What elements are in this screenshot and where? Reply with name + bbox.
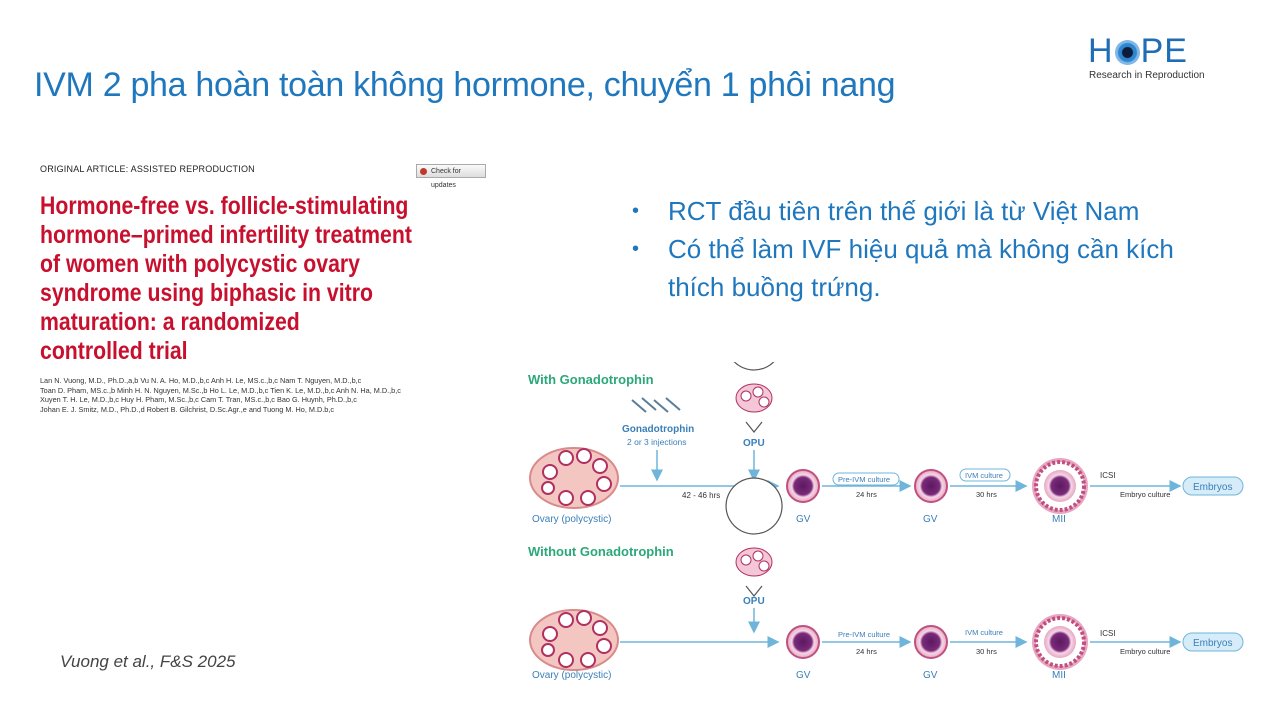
gv-oocyte-icon: [914, 625, 948, 659]
icsi-label: ICSI: [1100, 471, 1116, 480]
logo-tagline: Research in Reproduction: [1089, 70, 1205, 81]
mii-label: MII: [1052, 514, 1066, 525]
check-for-updates-button[interactable]: Check for updates: [416, 164, 486, 189]
ivm-label: IVM culture: [965, 628, 1003, 637]
paper-title-line: maturation: a randomized: [40, 308, 300, 336]
paper-title-line: syndrome using biphasic in vitro: [40, 279, 373, 307]
pre-ivm-time: 24 hrs: [856, 647, 877, 656]
ivm-protocol-diagram: With Gonadotrophin Gonadotrophin 2 or 3 …: [528, 362, 1244, 681]
embryo-culture-label: Embryo culture: [1120, 490, 1170, 499]
paper-title-line: Hormone-free vs. follicle-stimulating: [40, 192, 409, 220]
slide-title: IVM 2 pha hoàn toàn không hormone, chuyể…: [34, 66, 896, 104]
pre-ivm-label: Pre-IVM culture: [838, 630, 890, 639]
bullet-item: • RCT đầu tiên trên thế giới là từ Việt N…: [632, 192, 1232, 230]
gv-oocyte-icon: [786, 469, 820, 503]
ivm-badge: [959, 468, 1011, 482]
bullet-dot-icon: •: [632, 200, 640, 222]
paper-title-line: hormone–primed infertility treatment: [40, 221, 412, 249]
opu-label: OPU: [743, 596, 765, 607]
without-gonadotrophin-heading: Without Gonadotrophin: [528, 544, 674, 559]
logo-letters-left: H: [1088, 32, 1114, 70]
eye-icon: [1114, 40, 1140, 65]
pre-ivm-time: 24 hrs: [856, 490, 877, 499]
interval-42-46-label: 42 - 46 hrs: [682, 491, 720, 500]
ovary-label: Ovary (polycystic): [532, 514, 611, 525]
ivm-time: 30 hrs: [976, 647, 997, 656]
embryos-label: Embryos: [1193, 482, 1232, 493]
polycystic-ovary-illustration: [529, 609, 619, 671]
syringe-icon: [631, 397, 681, 413]
bullet-text: RCT đầu tiên trên thế giới là từ Việt Na…: [668, 196, 1140, 226]
paper-title: Hormone-free vs. follicle-stimulating ho…: [40, 192, 491, 366]
embryos-label: Embryos: [1193, 638, 1232, 649]
ivm-time: 30 hrs: [976, 490, 997, 499]
polycystic-ovary-illustration: [529, 447, 619, 509]
citation: Vuong et al., F&S 2025: [60, 652, 236, 671]
gv-label: GV: [796, 514, 811, 525]
with-gonadotrophin-heading: With Gonadotrophin: [528, 372, 654, 387]
ivm-label: IVM culture: [965, 471, 1003, 480]
hope-logo: H PE Research in Reproduction: [1088, 32, 1208, 84]
mii-oocyte-icon: [1032, 614, 1088, 670]
gonadotrophin-label: Gonadotrophin: [622, 424, 694, 435]
paper-title-line: controlled trial: [40, 337, 188, 365]
paper-authors: Lan N. Vuong, M.D., Ph.D.,a,b Vu N. A. H…: [40, 376, 480, 414]
paper-excerpt: ORIGINAL ARTICLE: ASSISTED REPRODUCTION …: [40, 160, 500, 430]
bullet-text: Có thể làm IVF hiệu quả mà không cần kíc…: [668, 234, 1174, 302]
mii-label: MII: [1052, 670, 1066, 681]
author-line: Xuyen T. H. Le, M.D.,b,c Huy H. Pham, M.…: [40, 395, 357, 404]
mii-oocyte-icon: [1032, 458, 1088, 514]
paper-title-line: of women with polycystic ovary: [40, 250, 361, 278]
opu-bubble: [725, 477, 783, 597]
ovary-label: Ovary (polycystic): [532, 670, 611, 681]
bullet-dot-icon: •: [632, 238, 640, 260]
gv-oocyte-icon: [786, 625, 820, 659]
embryos-box: [1182, 632, 1244, 652]
logo-letters-right: PE: [1140, 32, 1188, 70]
embryos-box: [1182, 476, 1244, 496]
gv-label: GV: [923, 514, 938, 525]
opu-bubble: [733, 362, 775, 433]
injections-label: 2 or 3 injections: [627, 437, 687, 447]
author-line: Lan N. Vuong, M.D., Ph.D.,a,b Vu N. A. H…: [40, 376, 362, 385]
opu-label: OPU: [743, 438, 765, 449]
pre-ivm-badge: [832, 472, 900, 486]
paper-kicker: ORIGINAL ARTICLE: ASSISTED REPRODUCTION: [40, 164, 255, 174]
gv-label: GV: [923, 670, 938, 681]
logo-wordmark: H PE: [1088, 32, 1188, 70]
embryo-culture-label: Embryo culture: [1120, 647, 1170, 656]
author-line: Johan E. J. Smitz, M.D., Ph.D.,d Robert …: [40, 404, 335, 414]
pre-ivm-label: Pre-IVM culture: [838, 475, 890, 484]
author-line: Toan D. Pham, MS.c.,b Minh H. N. Nguyen,…: [40, 385, 401, 395]
gv-label: GV: [796, 670, 811, 681]
icsi-label: ICSI: [1100, 629, 1116, 638]
bullet-list: • RCT đầu tiên trên thế giới là từ Việt N…: [632, 192, 1232, 306]
bullet-item: • Có thể làm IVF hiệu quả mà không cần kí…: [632, 230, 1232, 306]
gv-oocyte-icon: [914, 469, 948, 503]
